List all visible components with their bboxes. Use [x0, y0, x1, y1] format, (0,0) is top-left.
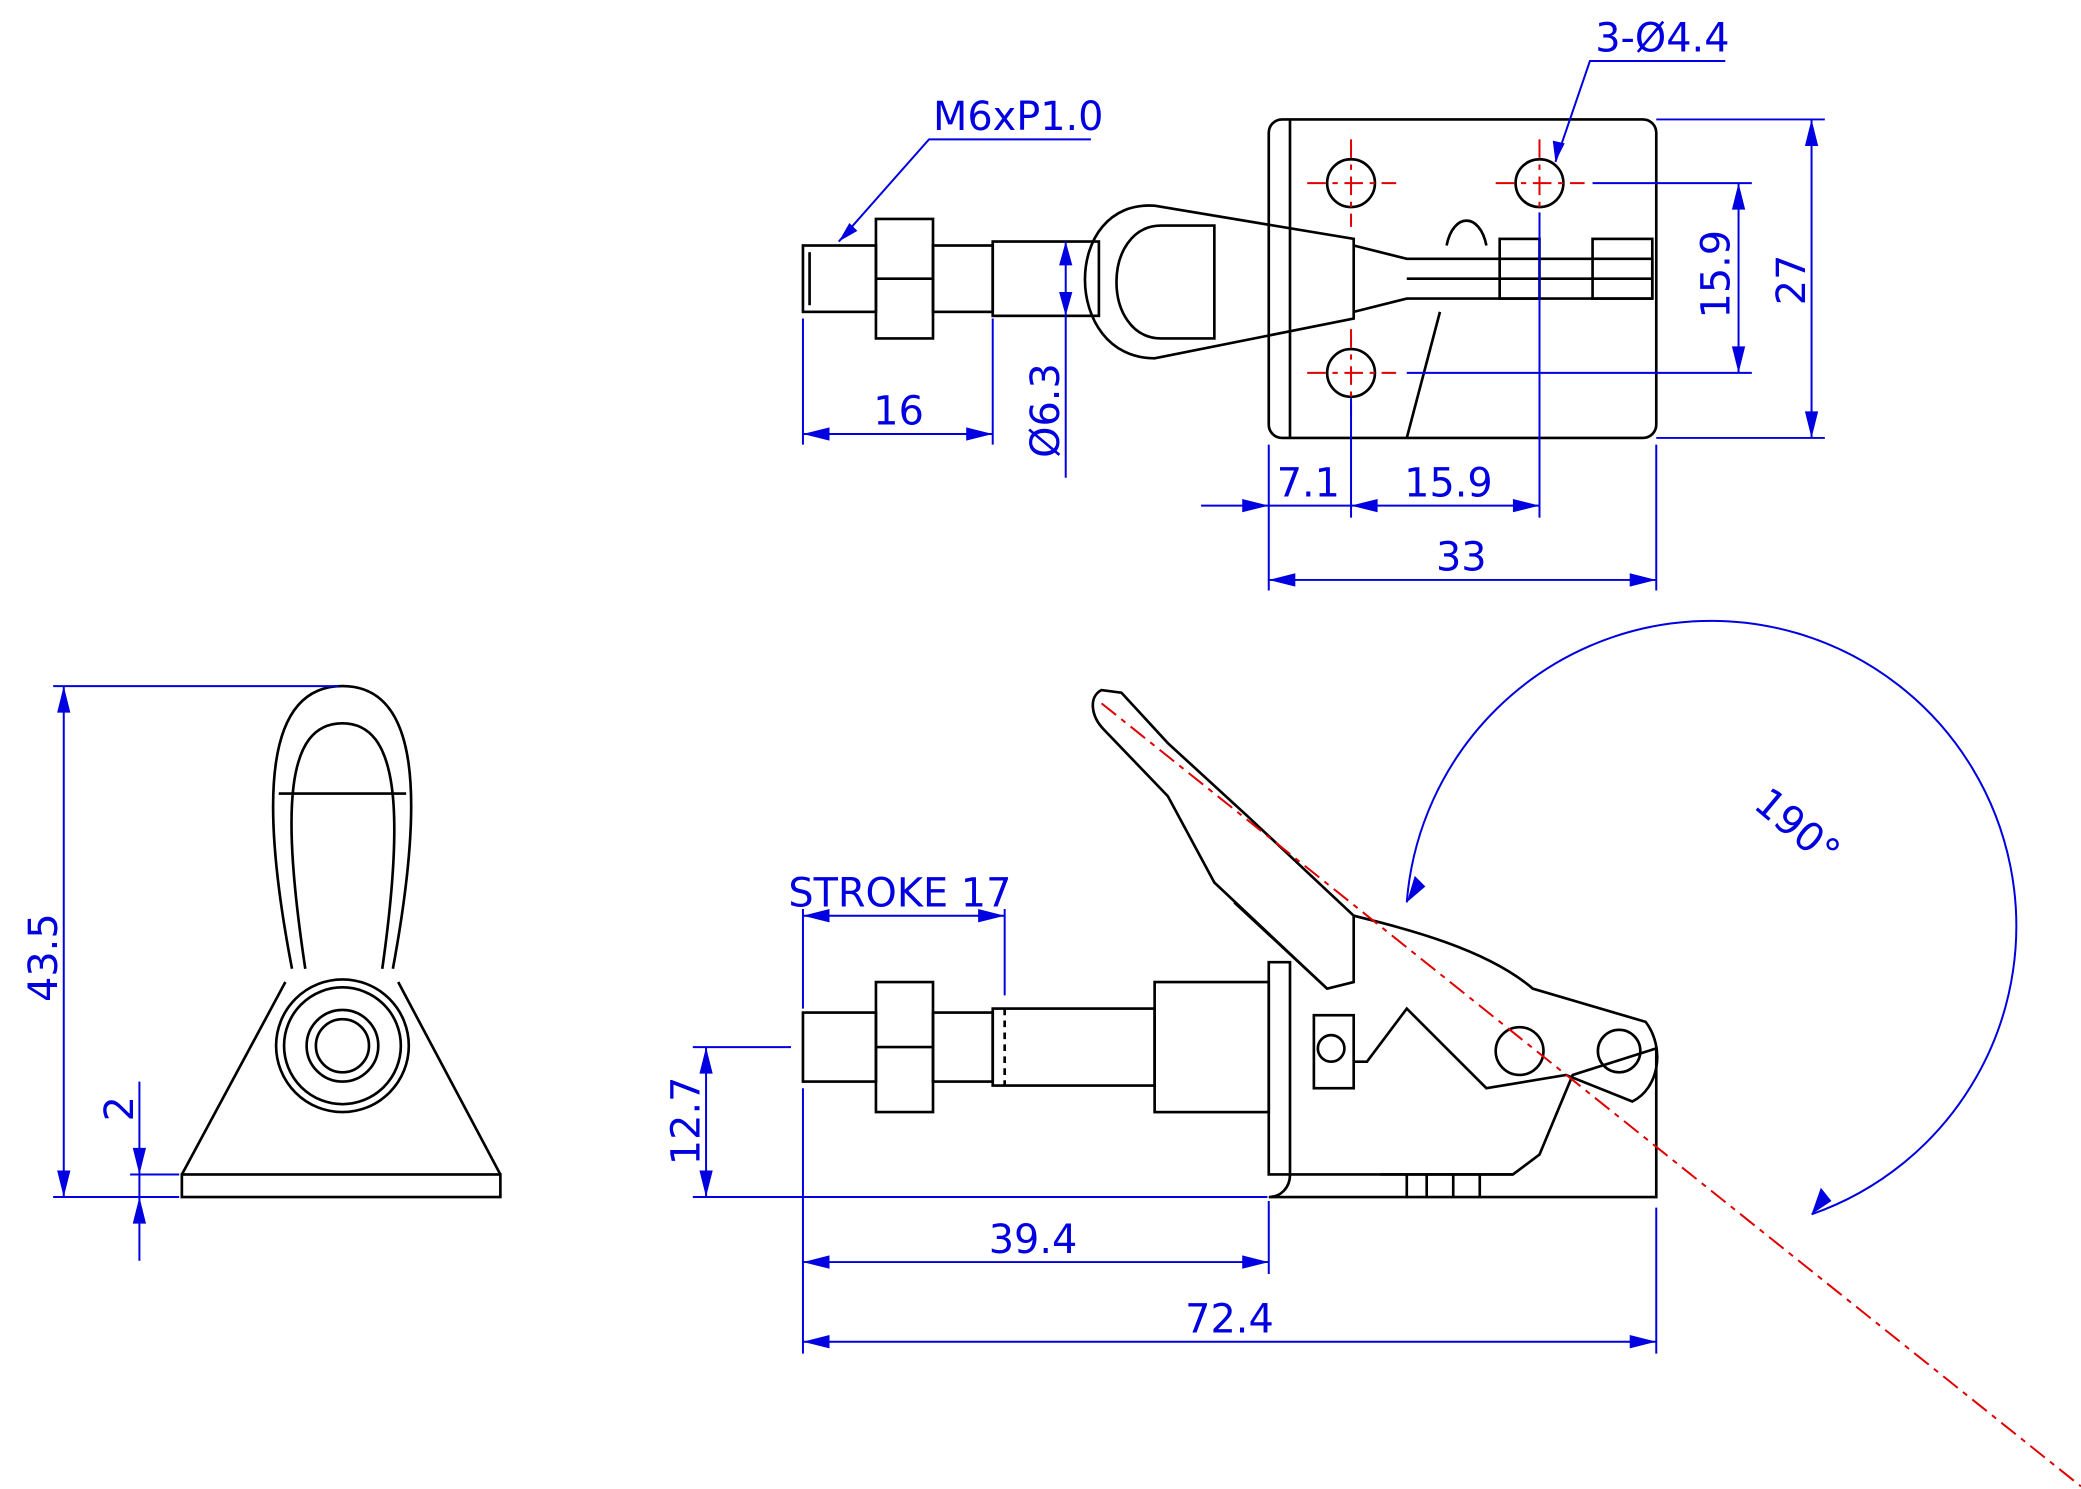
- top-view-outline: [801, 118, 1658, 440]
- dim-overall-height: 43.5: [21, 913, 67, 1002]
- side-view-outline: [801, 688, 1659, 1199]
- top-view-dimensions: M6xP1.0 3-Ø4.4 16 Ø6.3 15.9 27 7.1: [801, 16, 1825, 591]
- dim-rod-height: 12.7: [663, 1077, 709, 1166]
- dim-base-thickness: 2: [97, 1096, 143, 1121]
- thread-callout: M6xP1.0: [933, 94, 1104, 140]
- dim-handle-angle: 190°: [1745, 779, 1848, 876]
- dim-overall-length: 72.4: [1185, 1296, 1274, 1342]
- side-view: 190° STROKE 17 12.7 39.4 72.4: [663, 619, 2081, 1488]
- dim-hole-offset: 7.1: [1277, 460, 1340, 506]
- end-view-outline: [180, 684, 502, 1199]
- dim-base-length: 33: [1436, 535, 1487, 581]
- dim-thread-length: 16: [873, 389, 924, 435]
- dim-rod-to-base: 39.4: [989, 1217, 1078, 1263]
- dim-rod-diameter: Ø6.3: [1023, 363, 1069, 458]
- end-view-dimensions: 43.5 2: [21, 685, 339, 1261]
- dim-hole-spacing-x: 15.9: [1404, 460, 1493, 506]
- hole-callout: 3-Ø4.4: [1595, 16, 1729, 62]
- dim-stroke: STROKE 17: [788, 870, 1011, 916]
- dim-base-width: 27: [1769, 255, 1815, 306]
- top-view: M6xP1.0 3-Ø4.4 16 Ø6.3 15.9 27 7.1: [801, 16, 1825, 591]
- mounting-holes: [1307, 139, 1585, 417]
- dim-hole-spacing-y: 15.9: [1693, 230, 1739, 319]
- end-view: 43.5 2: [21, 684, 502, 1261]
